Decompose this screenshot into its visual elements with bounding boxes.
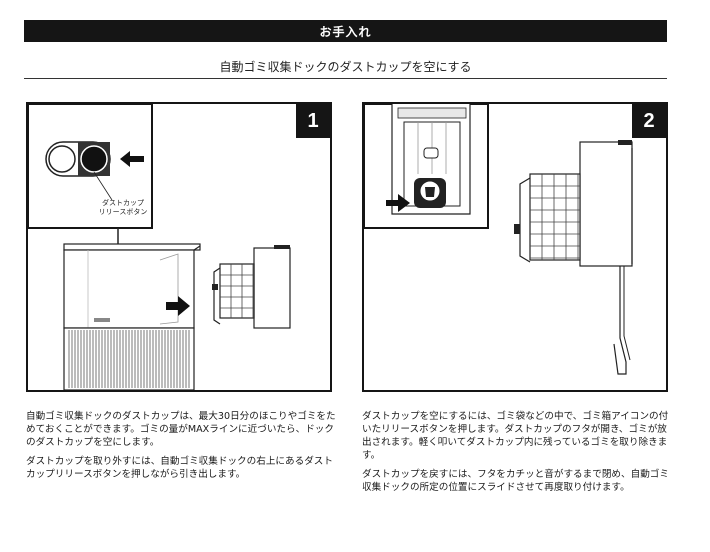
pull-out-arrow-icon	[166, 296, 190, 316]
step-1-description: 自動ゴミ収集ドックのダストカップは、最大30日分のほこりやゴミをためておくことが…	[26, 410, 336, 487]
inset-label-text: ダストカップ リリースボタン	[98, 199, 148, 216]
dust-cup-filter-2	[529, 173, 581, 261]
step-2-paragraph: ダストカップを戻すには、フタをカチッと音がするまで閉め、自動ゴミ収集ドックの所定…	[362, 469, 669, 493]
dock-slot	[159, 253, 179, 325]
step-2-illustration-panel: 2	[362, 102, 668, 392]
dust-cup-body	[253, 247, 291, 329]
step-2-description: ダストカップを空にするには、ゴミ袋などの中で、ゴミ箱アイコンの付いたリリースボタ…	[362, 410, 672, 500]
cup-handle-stick	[613, 266, 627, 375]
trash-bin-icon	[425, 187, 435, 197]
step-2-illustration	[364, 104, 633, 375]
press-arrow-icon-2	[386, 194, 410, 212]
step-number-badge-2: 2	[632, 104, 666, 138]
cup-handle-stick-inner	[623, 266, 631, 361]
step-1-paragraph: ダストカップを取り外すには、自動ゴミ収集ドックの右上にあるダストカップリリースボ…	[26, 456, 333, 480]
dock-top	[63, 243, 201, 251]
dust-cup-release-button-label: ダストカップ リリースボタン	[88, 199, 158, 217]
step-2-paragraph: ダストカップを空にするには、ゴミ袋などの中で、ゴミ箱アイコンの付いたリリースボタ…	[362, 411, 669, 461]
dock-handle	[94, 318, 110, 322]
dust-cup-filter	[219, 263, 255, 319]
dock-grill-lines	[68, 330, 190, 388]
dust-cup-side	[579, 141, 633, 267]
dust-cup-latch	[274, 245, 290, 249]
dust-cup-filter-grid-2	[530, 174, 580, 260]
page-subtitle: 自動ゴミ収集ドックのダストカップを空にする	[219, 60, 472, 74]
section-header-title: お手入れ	[319, 24, 372, 39]
cup-side-latch	[618, 140, 632, 145]
step-1-illustration-panel: ダストカップ リリースボタン 1	[26, 102, 332, 392]
dust-cup-filter-grid	[220, 264, 254, 318]
dust-cup-hinge	[212, 284, 218, 290]
step-1-illustration	[28, 104, 291, 390]
dock-button-icon	[48, 145, 76, 173]
press-arrow-icon	[120, 151, 144, 167]
step-1-paragraph: 自動ゴミ収集ドックのダストカップは、最大30日分のほこりやゴミをためておくことが…	[26, 411, 336, 448]
dust-cup-release-button-icon	[80, 145, 108, 173]
step-number-badge: 1	[296, 104, 330, 138]
subtitle-divider	[24, 78, 667, 79]
lid-hinge	[514, 224, 520, 234]
section-header-bar: お手入れ	[24, 20, 667, 42]
dock-upper-body	[63, 249, 195, 329]
dust-cup-lid	[213, 267, 221, 325]
inset-leader-line	[93, 171, 113, 201]
dust-cup-rim	[397, 107, 467, 119]
dust-cup-lid-open	[519, 177, 531, 263]
cup-window	[423, 147, 439, 159]
